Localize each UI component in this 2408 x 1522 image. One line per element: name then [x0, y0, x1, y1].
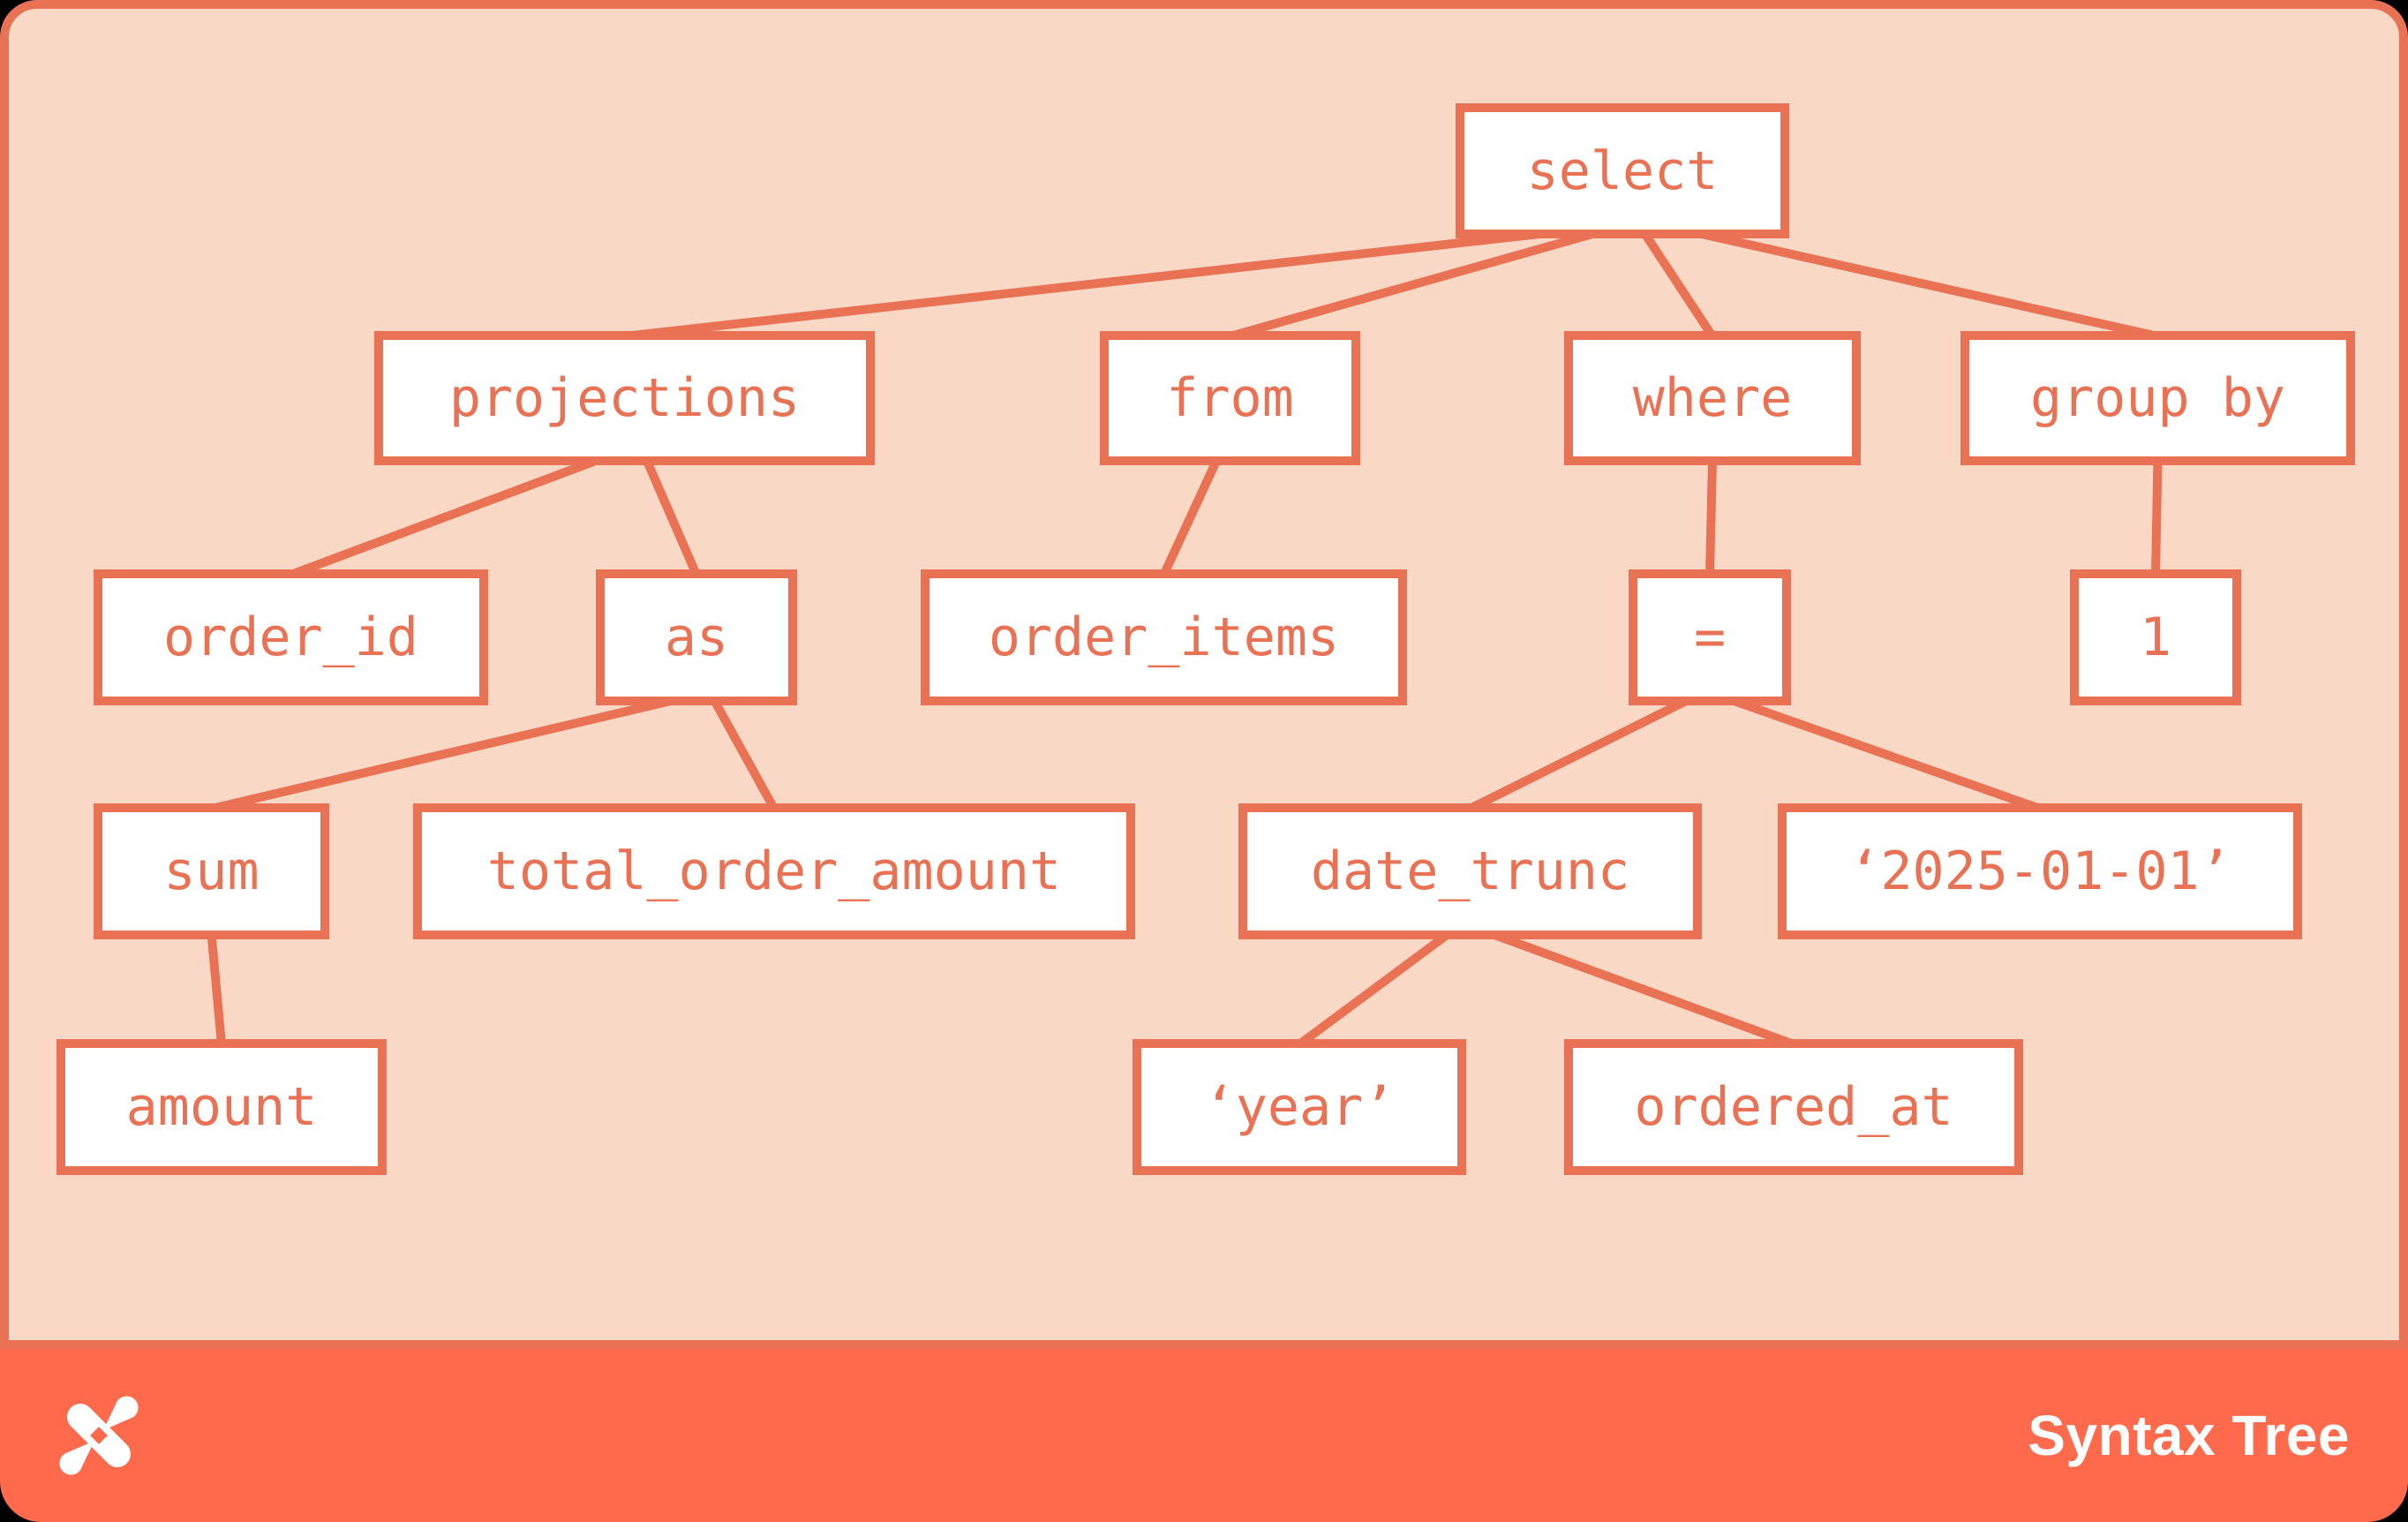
tree-node-group_by: group by	[1960, 331, 2355, 465]
tree-edge-sum-amount	[207, 933, 226, 1045]
tree-node-one: 1	[2070, 569, 2241, 705]
tree-node-date_trunc: date_trunc	[1238, 803, 1702, 939]
tree-edge-as-total_order_amount	[710, 697, 779, 811]
tree-edge-select-group_by	[1696, 229, 2159, 341]
tree-node-amount: amount	[56, 1039, 387, 1175]
tree-node-order_items: order_items	[921, 569, 1407, 705]
footer-title: Syntax Tree	[2028, 1404, 2350, 1467]
tree-node-label: select	[1526, 139, 1719, 202]
tree-edge-eq-date_literal	[1730, 696, 2042, 813]
footer-bar: Syntax Tree	[0, 1349, 2408, 1522]
tree-edge-select-projections	[623, 229, 1548, 341]
tree-node-label: order_id	[163, 607, 418, 668]
tree-edge-date_trunc-year_literal	[1297, 930, 1451, 1049]
tree-node-label: 1	[2139, 607, 2172, 668]
tree-node-select: select	[1456, 103, 1789, 238]
tree-node-as: as	[596, 569, 797, 705]
tree-node-label: date_trunc	[1310, 840, 1630, 902]
tree-edge-group_by-one	[2151, 459, 2163, 576]
tree-edge-projections-as	[642, 458, 701, 576]
tree-node-from: from	[1100, 331, 1360, 465]
tree-node-label: from	[1166, 367, 1294, 429]
tree-node-label: =	[1693, 607, 1727, 668]
tree-node-where: where	[1564, 331, 1861, 465]
tree-nodes: select projections from where group by order_…	[56, 103, 2355, 1175]
tree-edges	[207, 229, 2163, 1049]
tree-edge-select-where	[1640, 230, 1717, 339]
tree-node-label: projections	[448, 367, 801, 429]
tree-node-label: total_order_amount	[486, 840, 1062, 902]
tree-node-label: order_items	[988, 607, 1340, 668]
tree-node-projections: projections	[374, 331, 875, 465]
tree-node-label: ordered_at	[1634, 1076, 1953, 1138]
tree-edge-eq-date_trunc	[1468, 696, 1690, 813]
tree-edge-from-order_items	[1159, 457, 1222, 577]
tree-node-label: where	[1632, 367, 1793, 429]
tree-node-ordered_at: ordered_at	[1564, 1039, 2023, 1175]
tree-node-order_id: order_id	[94, 569, 488, 705]
tree-node-total_order_amount: total_order_amount	[413, 803, 1135, 939]
tree-node-label: amount	[125, 1076, 318, 1138]
tree-node-label: group by	[2030, 367, 2285, 429]
tree-node-date_literal: ‘2025-01-01’	[1778, 803, 2302, 939]
tree-node-label: ‘year’	[1203, 1076, 1396, 1138]
tree-edge-select-from	[1229, 229, 1598, 341]
tree-edge-projections-order_id	[289, 456, 600, 579]
tree-node-year_literal: ‘year’	[1133, 1039, 1466, 1175]
diagram-canvas: select projections from where group by order_…	[0, 0, 2408, 1349]
tree-node-label: as	[664, 607, 729, 668]
tree-node-label: sum	[163, 840, 260, 902]
tree-edge-as-sum	[210, 696, 676, 813]
tree-edge-where-eq	[1705, 459, 1717, 576]
tree-node-sum: sum	[94, 803, 329, 939]
dbt-logo-icon	[59, 1396, 139, 1475]
tree-edge-date_trunc-ordered_at	[1490, 930, 1795, 1049]
tree-node-label: ‘2025-01-01’	[1848, 840, 2231, 902]
tree-node-eq: =	[1629, 569, 1791, 705]
